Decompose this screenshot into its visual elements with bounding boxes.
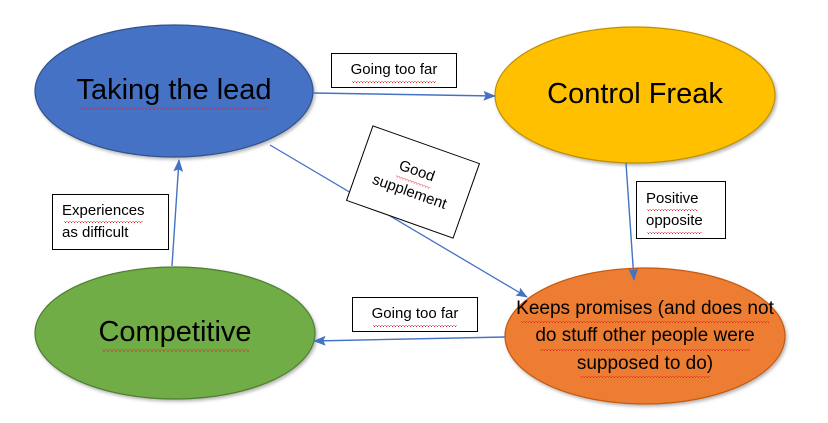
edge-arrow-lead-to-keeps-promises[interactable]	[269, 144, 528, 298]
edge-label-text: opposite	[646, 210, 703, 233]
node-ellipse-taking-the-lead[interactable]	[34, 24, 314, 158]
edge-label-text: Going too far	[372, 303, 458, 327]
edge-label-text: as difficult	[62, 224, 129, 241]
edge-arrow-competitive-to-lead[interactable]	[171, 159, 184, 267]
edge-label-text: Going too far	[351, 59, 437, 83]
edge-label-positive-opposite[interactable]: Positive opposite	[636, 181, 726, 239]
edge-label-text: Positive	[646, 188, 699, 211]
node-ellipse-keeps-promises[interactable]	[504, 267, 786, 405]
edge-label-text: Experiences	[62, 200, 145, 223]
node-ellipse-control-freak[interactable]	[494, 26, 776, 164]
edge-arrow-lead-to-control[interactable]	[312, 90, 496, 101]
edge-arrow-keeps-promises-to-competitive[interactable]	[313, 335, 506, 346]
edge-label-going-too-far-top[interactable]: Going too far	[331, 53, 457, 88]
edge-arrow-control-to-keeps-promises[interactable]	[625, 162, 639, 281]
edge-label-experiences-as-difficult[interactable]: Experiences as difficult	[52, 194, 169, 250]
edge-label-going-too-far-bottom[interactable]: Going too far	[352, 297, 478, 332]
node-ellipse-competitive[interactable]	[34, 266, 316, 400]
